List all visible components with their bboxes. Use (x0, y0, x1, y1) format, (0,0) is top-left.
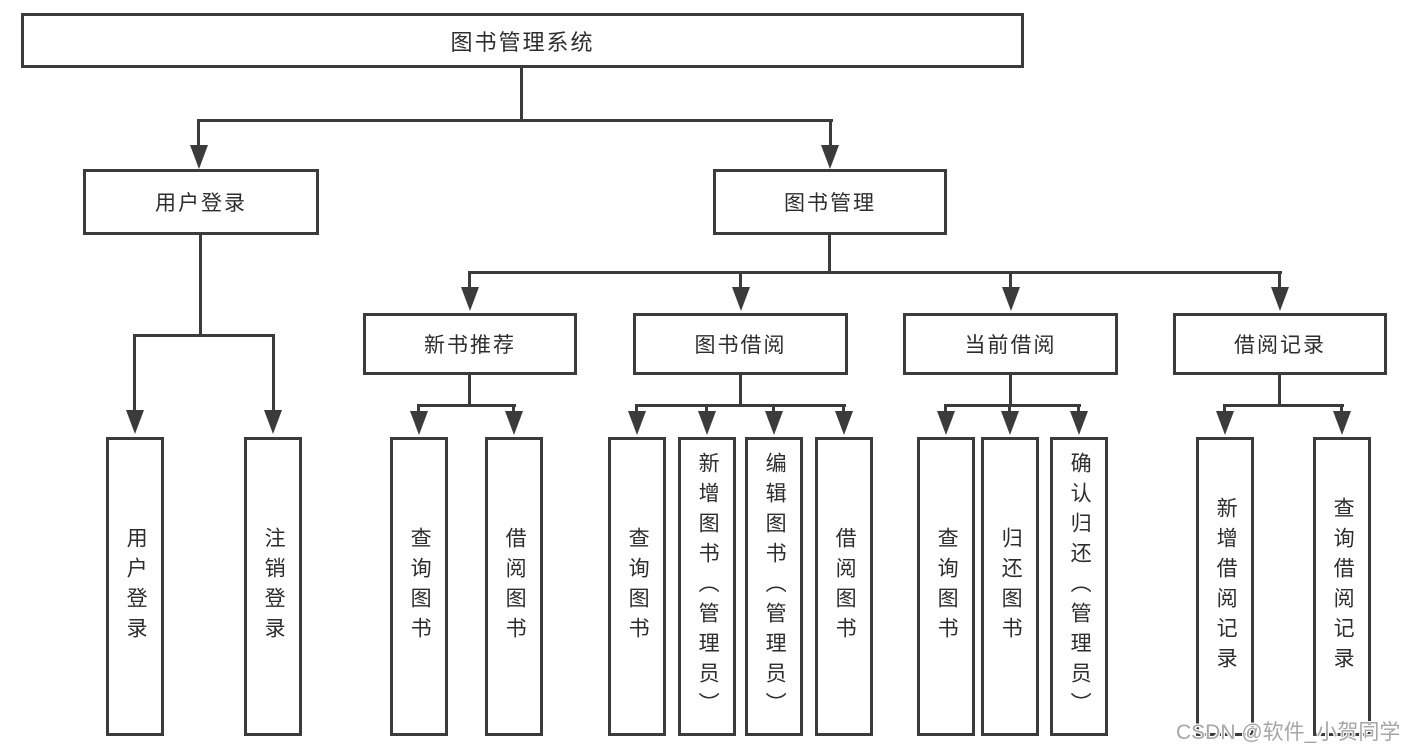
node-borrowing-records: 借阅记录 (1173, 313, 1387, 375)
connector-line (468, 375, 471, 407)
connector-line (133, 334, 136, 412)
connector-line (772, 404, 775, 413)
connector-line (1278, 375, 1281, 407)
arrow-down-icon (1333, 411, 1351, 435)
connector-line (468, 271, 471, 289)
leaf-query-borrow-record: 查询借阅记录 (1313, 437, 1371, 736)
arrow-down-icon (628, 411, 646, 435)
connector-line (1077, 404, 1080, 413)
connector-line (829, 119, 832, 148)
node-label: 编辑图书（管理员） (763, 451, 787, 722)
connector-line (1340, 404, 1343, 413)
connector-line (828, 235, 831, 274)
leaf-user-login: 用户登录 (106, 437, 164, 736)
connector-line (417, 404, 516, 407)
node-label: 当前借阅 (964, 334, 1057, 357)
connector-line (197, 119, 833, 122)
connector-line (512, 404, 515, 413)
leaf-borrow-books-borrowing: 借阅图书 (815, 437, 873, 736)
connector-line (1008, 404, 1011, 413)
connector-line (635, 404, 638, 413)
connector-line (1009, 271, 1012, 289)
node-label: 查询图书 (408, 526, 432, 647)
arrow-down-icon (410, 411, 428, 435)
connector-line (1009, 375, 1012, 407)
node-label: 查询图书 (935, 526, 959, 647)
leaf-return-books: 归还图书 (981, 437, 1039, 736)
leaf-edit-books-admin: 编辑图书（管理员） (745, 437, 803, 736)
arrow-down-icon (1271, 287, 1289, 311)
node-book-borrowing: 图书借阅 (633, 313, 848, 375)
connector-line (197, 119, 200, 148)
node-book-management: 图书管理 (713, 169, 947, 235)
arrow-down-icon (765, 411, 783, 435)
arrow-down-icon (835, 411, 853, 435)
node-label: 查询图书 (626, 526, 650, 647)
arrow-down-icon (732, 287, 750, 311)
connector-line (944, 404, 947, 413)
node-label: 借阅图书 (833, 526, 857, 647)
arrow-down-icon (1070, 411, 1088, 435)
leaf-query-books-current: 查询图书 (917, 437, 975, 736)
node-label: 确认归还（管理员） (1068, 451, 1092, 722)
connector-line (1223, 404, 1344, 407)
connector-line (468, 271, 1282, 274)
connector-line (739, 271, 742, 289)
node-label: 查询借阅记录 (1331, 496, 1355, 677)
leaf-add-books-admin: 新增图书（管理员） (678, 437, 736, 736)
arrow-down-icon (190, 145, 208, 169)
connector-line (1223, 404, 1226, 413)
node-label: 图书管理系统 (450, 29, 595, 55)
node-label: 用户登录 (124, 526, 148, 647)
connector-line (944, 404, 1081, 407)
node-library-management-system: 图书管理系统 (21, 13, 1024, 68)
arrow-down-icon (937, 411, 955, 435)
node-label: 用户登录 (155, 192, 247, 215)
leaf-logout: 注销登录 (244, 437, 302, 736)
node-label: 新增借阅记录 (1214, 496, 1238, 677)
connector-line (199, 235, 202, 336)
connector-line (133, 334, 275, 337)
node-label: 图书借阅 (694, 334, 787, 357)
connector-line (1278, 271, 1281, 289)
leaf-query-books-borrowing: 查询图书 (608, 437, 666, 736)
connector-line (520, 68, 523, 122)
node-label: 归还图书 (999, 526, 1023, 647)
connector-line (842, 404, 845, 413)
node-label: 借阅图书 (503, 526, 527, 647)
arrow-down-icon (698, 411, 716, 435)
arrow-down-icon (461, 287, 479, 311)
arrow-down-icon (821, 145, 839, 169)
arrow-down-icon (1001, 411, 1019, 435)
leaf-borrow-books-new-recommend: 借阅图书 (485, 437, 543, 736)
node-label: 新增图书（管理员） (696, 451, 720, 722)
arrow-down-icon (264, 410, 282, 434)
leaf-add-borrow-record: 新增借阅记录 (1196, 437, 1254, 736)
arrow-down-icon (1216, 411, 1234, 435)
connector-line (705, 404, 708, 413)
node-label: 新书推荐 (424, 334, 516, 357)
leaf-confirm-return-admin: 确认归还（管理员） (1050, 437, 1108, 736)
connector-line (417, 404, 420, 413)
node-current-borrowing: 当前借阅 (903, 313, 1118, 375)
connector-line (272, 334, 275, 412)
node-label: 图书管理 (784, 192, 876, 215)
node-new-book-recommendation: 新书推荐 (363, 313, 577, 375)
node-label: 借阅记录 (1234, 334, 1326, 357)
node-user-login: 用户登录 (83, 169, 319, 235)
leaf-query-books-new-recommend: 查询图书 (390, 437, 448, 736)
connector-line (739, 375, 742, 407)
arrow-down-icon (505, 411, 523, 435)
node-label: 注销登录 (262, 526, 286, 647)
connector-line (635, 404, 846, 407)
arrow-down-icon (1002, 287, 1020, 311)
watermark: CSDN @软件_小贺同学 (1176, 721, 1401, 744)
arrow-down-icon (126, 410, 144, 434)
